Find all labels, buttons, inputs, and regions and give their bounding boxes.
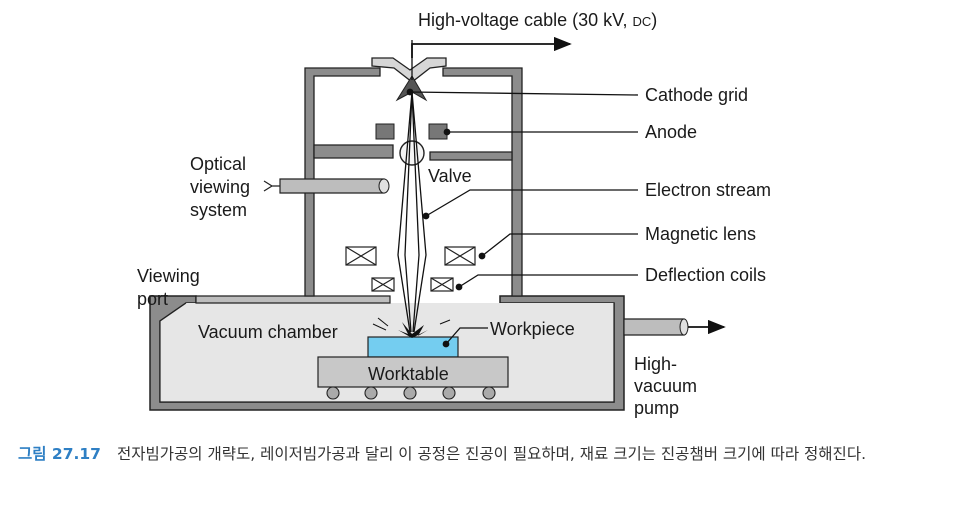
label-pump-line2: vacuum <box>634 376 697 396</box>
leader-lines <box>406 88 639 348</box>
figure-number: 그림 27.17 <box>18 445 101 463</box>
label-vacuum-chamber: Vacuum chamber <box>198 322 338 342</box>
label-cathode-grid: Cathode grid <box>645 85 748 105</box>
worktable <box>317 356 509 388</box>
label-optical-line3: system <box>190 200 247 220</box>
workpiece <box>367 336 459 358</box>
pump-outlet <box>623 318 726 336</box>
optical-viewing-tube <box>263 178 390 194</box>
magnetic-lens <box>345 246 476 266</box>
valve <box>399 140 425 166</box>
label-optical-line2: viewing <box>190 177 250 197</box>
electron-stream <box>397 40 427 333</box>
label-pump-line1: High- <box>634 354 677 374</box>
beam-impact-spot <box>372 317 451 338</box>
label-magnetic-lens: Magnetic lens <box>645 224 756 244</box>
label-workpiece: Workpiece <box>490 319 575 339</box>
label-valve: Valve <box>428 166 472 186</box>
high-voltage-cable-arrow <box>411 36 572 58</box>
label-viewing-port-line2: port <box>137 289 168 309</box>
electron-gun-column <box>304 57 523 297</box>
deflection-coils <box>371 277 454 292</box>
label-electron-stream: Electron stream <box>645 180 771 200</box>
viewing-port-window <box>195 295 391 304</box>
anode-left <box>375 123 395 140</box>
label-high-voltage-cable: High-voltage cable (30 kV, DC) <box>418 10 657 30</box>
label-anode: Anode <box>645 122 697 142</box>
label-viewing-port-line1: Viewing <box>137 266 200 286</box>
label-optical-line1: Optical <box>190 154 246 174</box>
caption-text: 전자빔가공의 개략도, 레이저빔가공과 달리 이 공정은 진공이 필요하며, 재… <box>116 445 867 463</box>
anode-right <box>428 123 448 140</box>
electron-beam-machining-diagram: High-voltage cable (30 kV, DC) Cathode g… <box>137 10 771 418</box>
label-deflection-coils: Deflection coils <box>645 265 766 285</box>
figure-caption: 그림 27.17 전자빔가공의 개략도, 레이저빔가공과 달리 이 공정은 진공이… <box>18 442 948 467</box>
worktable-rollers <box>326 386 496 400</box>
label-worktable: Worktable <box>368 364 449 384</box>
label-pump-line3: pump <box>634 398 679 418</box>
